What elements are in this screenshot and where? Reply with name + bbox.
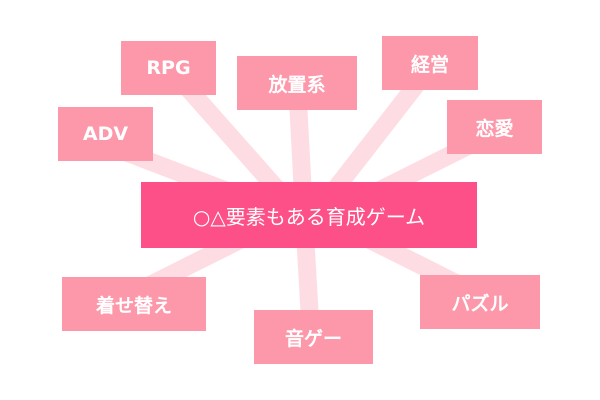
node-management: 経営	[382, 36, 478, 90]
node-romance: 恋愛	[447, 100, 542, 154]
node-rpg: RPG	[121, 41, 216, 95]
node-label: 音ゲー	[284, 327, 342, 350]
node-idle: 放置系	[237, 56, 357, 110]
node-puzzle: パズル	[420, 275, 540, 329]
center-label: ○△要素もある育成ゲーム	[192, 204, 426, 229]
center-node: ○△要素もある育成ゲーム	[141, 182, 477, 248]
node-rhythm: 音ゲー	[254, 310, 373, 364]
node-adv: ADV	[58, 107, 153, 161]
node-dressup: 着せ替え	[62, 277, 206, 331]
node-label: 着せ替え	[95, 294, 172, 317]
node-label: 恋愛	[475, 117, 514, 140]
node-label: 放置系	[268, 73, 326, 96]
node-label: RPG	[146, 57, 191, 79]
node-label: 経営	[410, 53, 449, 76]
node-label: パズル	[451, 292, 509, 315]
node-label: ADV	[82, 123, 129, 145]
